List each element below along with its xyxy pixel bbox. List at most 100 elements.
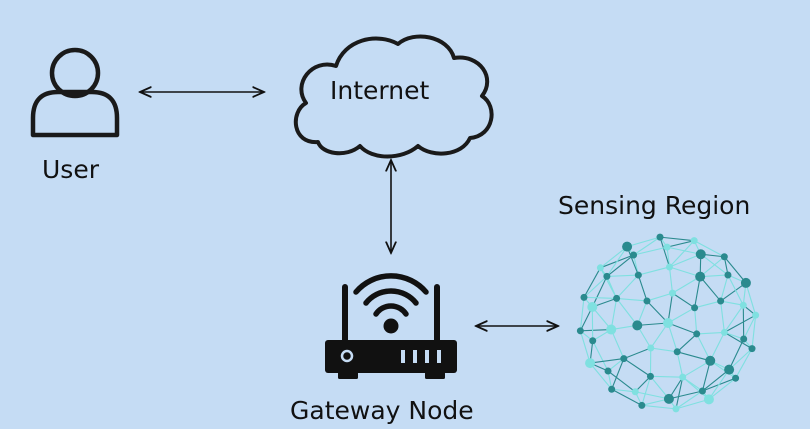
mesh-node [740,277,751,288]
mesh-node [613,294,621,302]
mesh-node [748,345,756,353]
mesh-edge [623,347,651,360]
mesh-edge [646,300,669,324]
mesh-edge [626,246,639,276]
mesh-node [695,249,706,260]
mesh-node [634,271,642,279]
mesh-edge [666,240,695,248]
mesh-edge [672,276,701,294]
mesh-node [668,289,676,297]
mesh-edge [675,377,684,409]
mesh-edge [659,236,695,242]
mesh-node [740,335,748,343]
mesh-edge [668,266,674,294]
mesh-edge [708,369,730,400]
mesh-edge [634,375,651,393]
mesh-edge [590,358,624,364]
mesh-node [691,304,699,312]
mesh-edge [638,266,670,276]
mesh-edge [720,274,729,302]
mesh-node [608,385,616,393]
mesh-node [620,355,628,363]
mesh-edge [699,276,722,302]
user-label: User [42,155,99,184]
mesh-edge [723,304,744,333]
mesh-edge [606,274,639,277]
user-icon [30,47,120,138]
mesh-node [576,327,584,335]
mesh-node [724,364,735,375]
mesh-edge [637,322,669,326]
sensing-region-label: Sensing Region [558,191,751,220]
mesh-edge [708,377,736,400]
mesh-edge [667,322,678,352]
mesh-edge [610,329,625,359]
mesh-edge [600,246,628,269]
mesh-node [632,320,643,331]
mesh-edge [599,267,618,299]
mesh-node [693,330,701,338]
mesh-edge [626,236,661,248]
mesh-edge [666,246,701,255]
mesh-edge [650,347,678,353]
mesh-edge [696,331,725,335]
mesh-edge [743,314,757,340]
router-icon [325,273,457,379]
mesh-node [663,243,671,251]
mesh-edge [701,360,711,392]
mesh-node [732,374,740,382]
mesh-node [638,401,646,409]
wifi-icon [353,273,429,317]
mesh-node [606,324,617,335]
mesh-edge [616,297,648,302]
mesh-edge [669,240,695,268]
mesh-edge [675,398,710,410]
mesh-edge [676,333,698,353]
cloud-icon [293,34,494,159]
mesh-node [580,293,588,301]
mesh-node [720,328,728,336]
mesh-edge [633,246,668,256]
mesh-node [596,264,604,272]
mesh-node [703,394,714,405]
internet-label: Internet [330,76,430,105]
mesh-node [585,358,596,369]
mesh-edge [607,370,636,393]
mesh-edge [641,376,651,406]
gateway-label: Gateway Node [290,396,474,425]
mesh-node [679,373,687,381]
mesh-node [646,372,654,380]
mesh-node [587,302,598,313]
mesh-edge [668,390,703,400]
sensor-mesh-icon [576,233,760,413]
mesh-edge [583,267,601,298]
mesh-edge [606,246,628,277]
mesh-node [630,251,638,259]
mesh-edge [694,300,721,309]
mesh-edge [672,292,695,309]
mesh-edge [579,330,591,364]
mesh-edge [727,274,744,306]
mesh-edge [667,293,674,324]
mesh-node [603,272,611,280]
mesh-edge [728,338,745,370]
mesh-edge [735,348,753,379]
mesh-edge [682,360,711,378]
mesh-edge [700,253,729,276]
mesh-edge [583,275,608,298]
mesh-edge [724,314,756,333]
mesh-edge [623,358,651,377]
mesh-edge [694,307,698,334]
mesh-edge [702,369,730,392]
mesh-node [705,355,716,366]
mesh-node [604,367,612,375]
mesh-node [622,241,633,252]
mesh-edge [675,390,703,410]
mesh-edge [709,332,725,362]
mesh-edge [720,282,747,302]
mesh-edge [589,362,613,390]
mesh-edge [591,276,608,308]
mesh-edge [580,328,612,332]
mesh-node [698,387,706,395]
